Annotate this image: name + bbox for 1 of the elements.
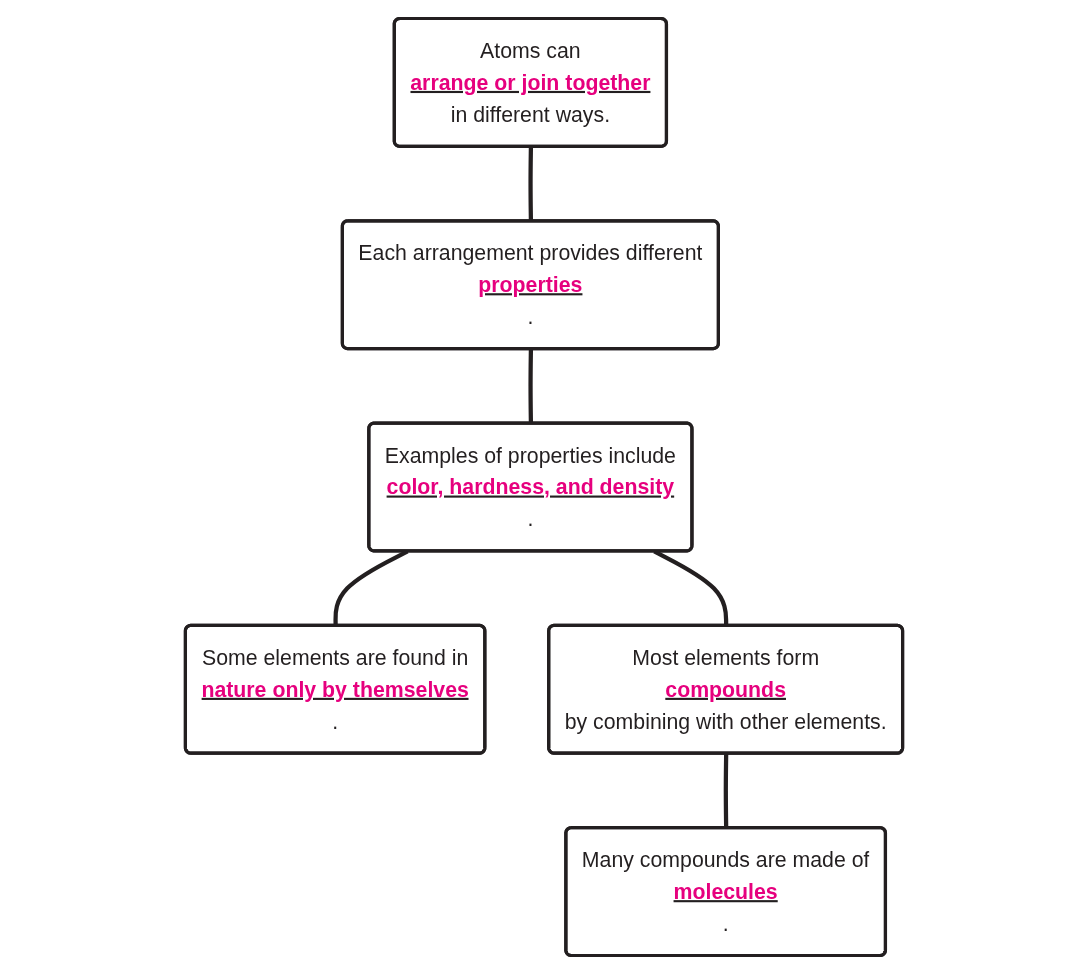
- connector: [528, 349, 534, 424]
